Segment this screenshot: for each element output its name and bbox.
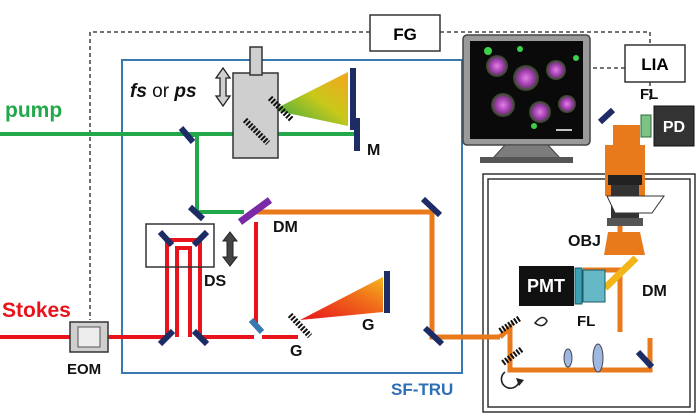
lower-grating-fan (300, 277, 383, 320)
combined-beam (254, 130, 653, 373)
upper-grating (267, 95, 295, 123)
double-arrow-vertical-icon (214, 66, 232, 108)
signal-lines (89, 31, 651, 320)
blue-steer (248, 317, 265, 335)
pmt-label: PMT (527, 276, 565, 296)
fl-mid-filter (574, 267, 583, 305)
upper-grating-fan (273, 72, 348, 126)
m-label: M (367, 142, 380, 159)
objective-cone (604, 232, 645, 255)
dm-right-label: DM (642, 283, 667, 300)
stokes-mirror-2 (191, 328, 210, 347)
stokes-label: Stokes (2, 299, 71, 322)
lens-2 (592, 343, 604, 373)
sftru-box (121, 59, 463, 374)
gratings (242, 95, 524, 366)
pd-label: PD (663, 119, 685, 136)
pd-mirror (597, 107, 616, 125)
fl-top-label: FL (640, 86, 658, 103)
top-right-mirror (420, 196, 443, 218)
objective (606, 175, 665, 226)
fs-ps-label: fs or ps (130, 81, 197, 102)
mirrors (157, 68, 655, 370)
ds-stage-box (145, 223, 215, 268)
microscope-enclosure-inner (487, 178, 691, 408)
ps-label: ps (173, 81, 196, 102)
fg-to-lia-line (440, 31, 651, 45)
dm-left-dichroic (237, 197, 273, 225)
stokes-beam (0, 222, 298, 339)
ds-mirror-1 (157, 229, 175, 248)
pump-steer-mirror-2 (187, 204, 206, 222)
rotation-arrow-head (516, 378, 524, 386)
pump-label: pump (5, 99, 62, 122)
obj-label: OBJ (568, 233, 601, 250)
lia-box (624, 44, 686, 83)
eom-window (77, 326, 101, 348)
scanner-mirror-1 (498, 315, 522, 334)
pmt-box (519, 266, 574, 306)
pmt-window (582, 269, 606, 303)
fg-to-eom-line (89, 31, 370, 320)
fl-top-filter (640, 114, 652, 138)
lia-label: LIA (641, 55, 668, 74)
eom-label: EOM (67, 361, 101, 378)
lens-1 (563, 348, 573, 368)
monitor-icon (462, 34, 591, 163)
g-upper-label: G (362, 317, 374, 334)
bottom-right-mirror (422, 325, 445, 347)
fg-label: FG (393, 25, 417, 44)
ds-label: DS (204, 273, 227, 290)
pump-beam (0, 132, 355, 214)
stokes-mirror-1 (157, 328, 176, 347)
upper-stage-body (232, 72, 279, 159)
pd-box (653, 105, 695, 147)
or-label: or (147, 81, 174, 102)
upper-stage-knob (249, 46, 263, 76)
g-lower-label: G (290, 343, 302, 360)
lower-grating (287, 312, 313, 339)
scanner-hinge-icon (533, 316, 548, 327)
scanner-mirror-2 (501, 346, 524, 366)
fg-box (369, 14, 441, 52)
rotation-arrow-icon (500, 371, 520, 389)
microscope-enclosure-outer (482, 173, 696, 413)
ds-mirror-2 (191, 229, 210, 248)
ds-arrow-icon (221, 231, 239, 267)
dm-left-label: DM (273, 219, 298, 236)
fl-mid-label: FL (577, 313, 595, 330)
fs-label: fs (130, 81, 147, 102)
sftru-label: SF-TRU (391, 380, 453, 399)
upper-stage-grating (242, 117, 271, 146)
pump-steer-mirror (178, 126, 196, 144)
bottom-microscope-mirror (635, 349, 655, 370)
dm-right-dichroic (602, 255, 639, 291)
